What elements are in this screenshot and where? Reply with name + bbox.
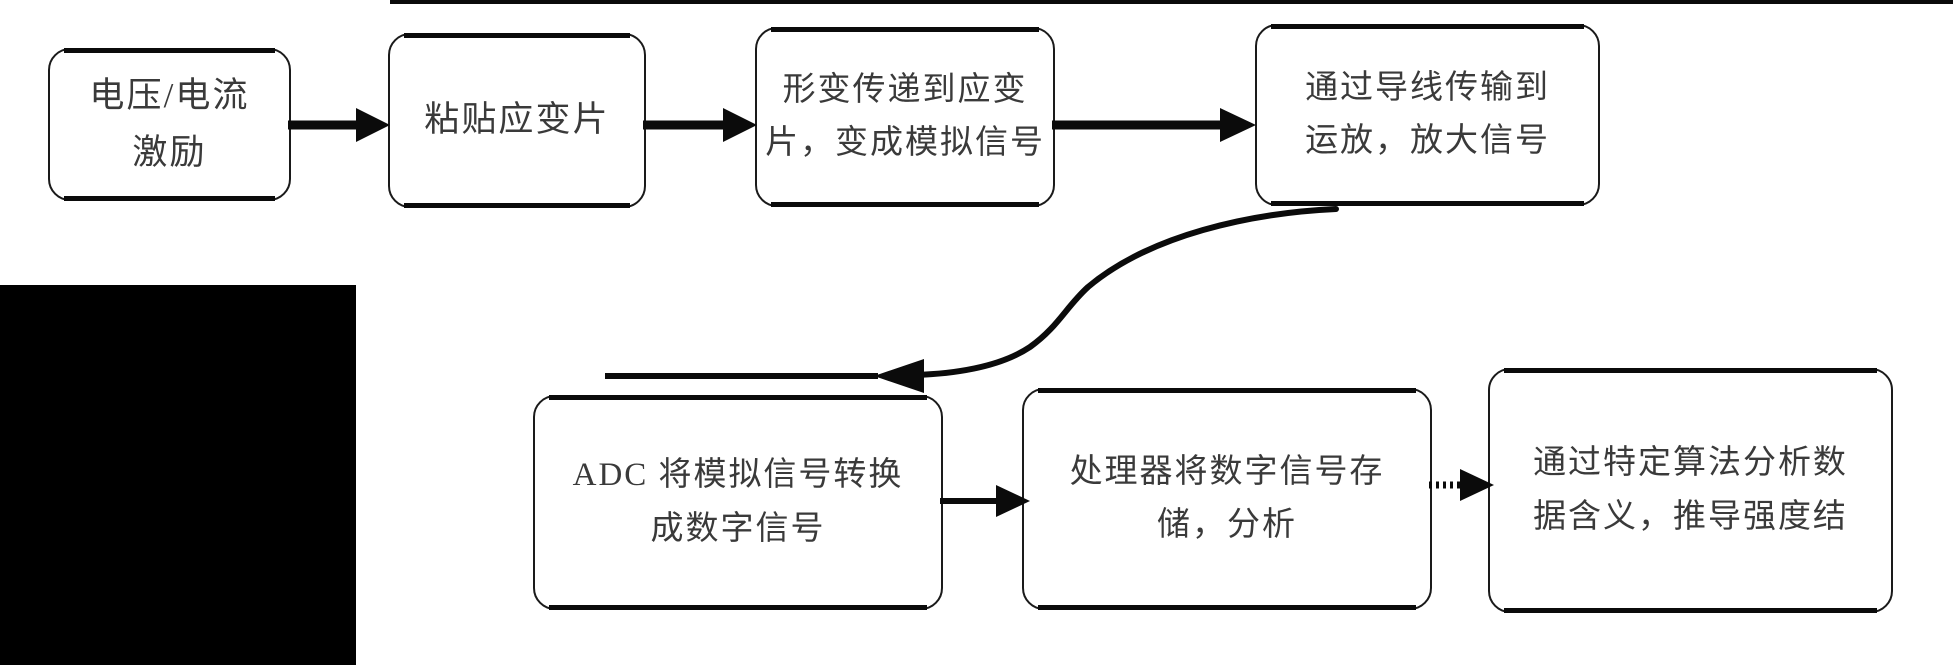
arrowhead-icon: [874, 359, 924, 393]
arrowhead-icon: [356, 108, 390, 142]
node-paste-gauge-line-1: 粘贴应变片: [424, 100, 610, 140]
node-algorithm-analyze[interactable]: 通过特定算法分析数 据含义，推导强度结: [1488, 368, 1893, 613]
node-wire-to-opamp[interactable]: 通过导线传输到 运放，放大信号: [1255, 24, 1600, 206]
node-paste-gauge[interactable]: 粘贴应变片: [388, 33, 646, 208]
node-wire-to-opamp-line-1: 通过导线传输到: [1305, 69, 1550, 106]
arrowhead-icon: [1220, 108, 1256, 142]
connector-curve: [913, 206, 1339, 378]
node-adc-convert[interactable]: ADC 将模拟信号转换 成数字信号: [533, 395, 943, 610]
node-processor-store[interactable]: 处理器将数字信号存 储，分析: [1022, 388, 1432, 610]
node-excitation[interactable]: 电压/电流 激励: [48, 48, 291, 201]
node-strain-to-analog[interactable]: 形变传递到应变 片，变成模拟信号: [755, 27, 1055, 207]
arrowhead-icon: [723, 108, 757, 142]
node-wire-to-opamp-line-2: 运放，放大信号: [1305, 123, 1550, 159]
node-processor-store-line-2: 储，分析: [1157, 507, 1297, 543]
connector-paste-to-strain: [641, 100, 763, 150]
node-strain-to-analog-line-2: 片，变成模拟信号: [765, 125, 1045, 161]
top-rule-decoration: [390, 0, 1953, 4]
node-processor-store-line-1: 处理器将数字信号存: [1069, 453, 1385, 490]
node-excitation-line-2: 激励: [132, 132, 207, 172]
connector-strain-to-wire: [1050, 100, 1262, 150]
black-block-decoration: [0, 285, 356, 665]
node-strain-to-analog-line-1: 形变传递到应变: [782, 71, 1028, 108]
node-algorithm-analyze-line-1: 通过特定算法分析数: [1533, 445, 1848, 482]
connector-excitation-to-paste: [286, 100, 396, 150]
node-adc-convert-line-1: ADC 将模拟信号转换: [572, 457, 904, 494]
connector-adc-to-processor: [938, 478, 1034, 524]
node-adc-convert-line-2: 成数字信号: [650, 510, 826, 547]
node-excitation-line-1: 电压/电流: [89, 75, 250, 115]
node-algorithm-analyze-line-2: 据含义，推导强度结: [1533, 498, 1848, 535]
